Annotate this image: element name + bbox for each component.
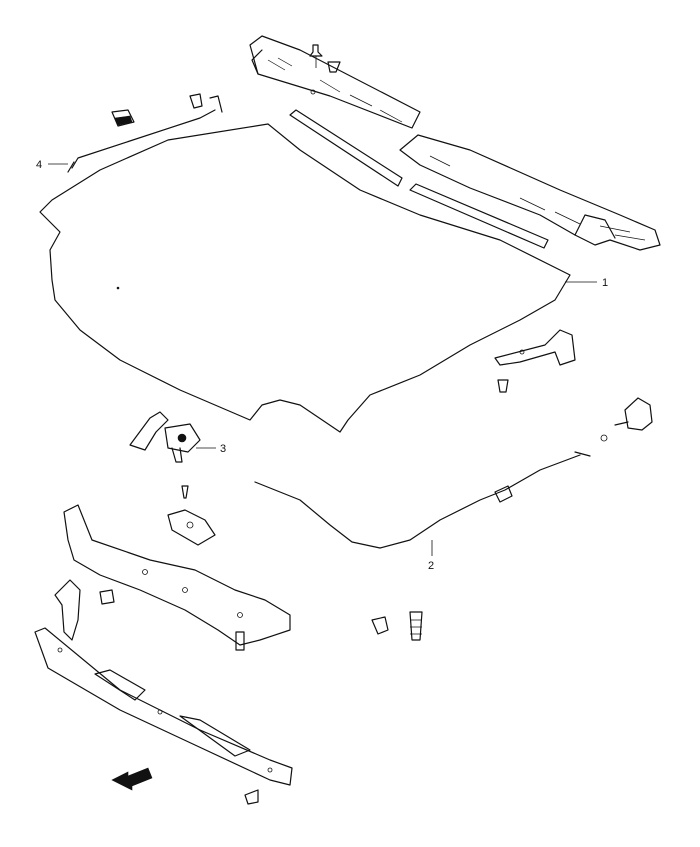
cowl-clips: [309, 44, 341, 95]
callout-4: 4: [36, 159, 68, 171]
callout-2: 2: [428, 540, 434, 572]
loose-fasteners: [244, 611, 423, 805]
hood-release-cable: [254, 397, 653, 549]
callout-1: 1: [565, 277, 608, 289]
front-lower-member: [34, 627, 293, 786]
front-arrow-icon: [111, 767, 153, 791]
hood-panel: [39, 123, 571, 433]
cowl-top-panel: [249, 35, 661, 251]
front-upper-member: [54, 504, 291, 651]
hood-hinge: [494, 329, 576, 393]
hood-lock: [129, 411, 201, 463]
hood-striker-bracket: [167, 485, 216, 546]
cowl-seal-strips: [289, 109, 549, 249]
callout-label-2: 2: [428, 560, 434, 572]
callout-label-3: 3: [220, 443, 226, 455]
callout-label-1: 1: [602, 277, 608, 289]
callout-label-4: 4: [36, 159, 42, 171]
hood-support-rod: [67, 93, 223, 173]
callout-3: 3: [196, 443, 226, 455]
